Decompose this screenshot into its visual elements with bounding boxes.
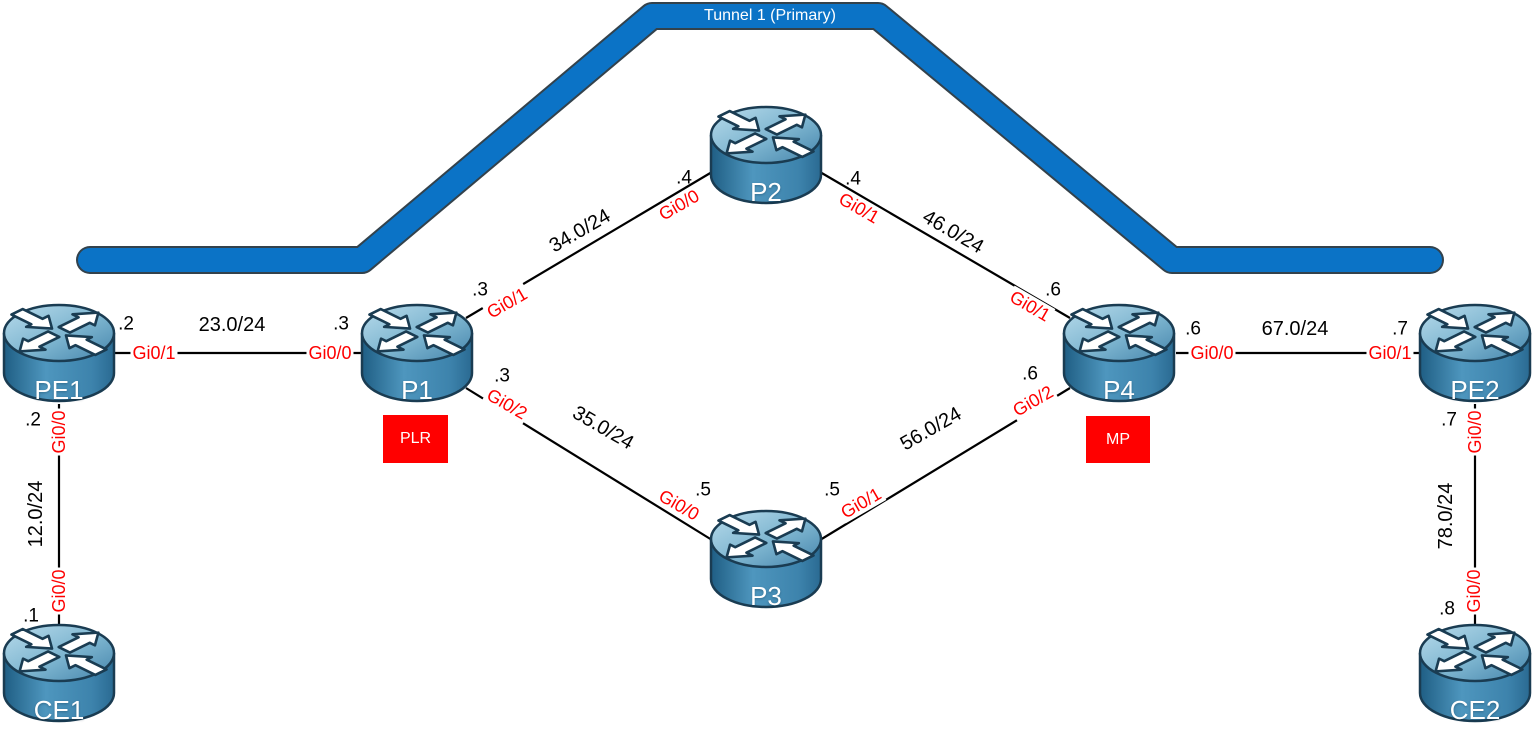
node-label-p4: P4 (1103, 375, 1135, 405)
if-pe2-gi01: Gi0/1 (1366, 343, 1414, 363)
ip-pe2-gi00: .7 (1441, 409, 1457, 431)
node-label-p2: P2 (750, 177, 782, 207)
role-box-plr: PLR (383, 415, 448, 463)
ip-p1-gi01: .3 (472, 279, 488, 301)
node-label-pe1: PE1 (34, 375, 84, 405)
node-label-p1: P1 (401, 375, 433, 405)
subnet-pe2-ce2: 78.0/24 (1435, 482, 1457, 550)
node-label-ce1: CE1 (33, 695, 85, 725)
node-p4: P4 (1062, 302, 1176, 404)
ip-p4-gi01: .6 (1045, 279, 1061, 301)
ip-pe1-gi00: .2 (25, 409, 41, 431)
ip-pe2-gi01: .7 (1392, 318, 1408, 340)
if-ce1-gi00: Gi0/0 (49, 567, 69, 615)
ip-p3-gi01: .5 (824, 479, 840, 501)
subnet-pe1-p1: 23.0/24 (198, 314, 266, 336)
node-ce2: CE2 (1418, 622, 1532, 724)
subnet-p4-pe2: 67.0/24 (1261, 318, 1329, 340)
node-ce1: CE1 (2, 622, 116, 724)
role-box-mp: MP (1086, 416, 1150, 463)
ip-p1-gi02: .3 (494, 365, 510, 387)
ip-ce1-gi00: .1 (23, 605, 39, 627)
if-ce2-gi00: Gi0/0 (1464, 567, 1484, 615)
node-label-p3: P3 (750, 581, 782, 611)
if-p4-gi00: Gi0/0 (1188, 343, 1236, 363)
ip-p2-gi01: .4 (845, 168, 861, 190)
tunnel-pipe (78, 4, 1442, 272)
node-label-pe2: PE2 (1450, 375, 1500, 405)
node-pe1: PE1 (2, 302, 116, 404)
ip-p4-gi02: .6 (1022, 363, 1038, 385)
ip-pe1-gi01: .2 (118, 313, 134, 335)
tunnel-label: Tunnel 1 (Primary) (704, 7, 836, 24)
if-pe1-gi01: Gi0/1 (130, 343, 178, 363)
if-pe2-gi00: Gi0/0 (1465, 408, 1485, 456)
ip-p3-gi00: .5 (695, 479, 711, 501)
node-pe2: PE2 (1418, 302, 1532, 404)
if-pe1-gi00: Gi0/0 (49, 408, 69, 456)
if-p1-gi00: Gi0/0 (306, 343, 354, 363)
node-label-ce2: CE2 (1449, 695, 1501, 725)
ip-p1-gi00: .3 (333, 313, 349, 335)
node-p3: P3 (709, 508, 823, 610)
node-p2: P2 (709, 104, 823, 206)
ip-p4-gi00: .6 (1185, 318, 1201, 340)
node-p1: P1 (360, 302, 474, 404)
ip-p2-gi00: .4 (676, 167, 692, 189)
ip-ce2-gi00: .8 (1439, 598, 1455, 620)
subnet-pe1-ce1: 12.0/24 (25, 480, 47, 548)
